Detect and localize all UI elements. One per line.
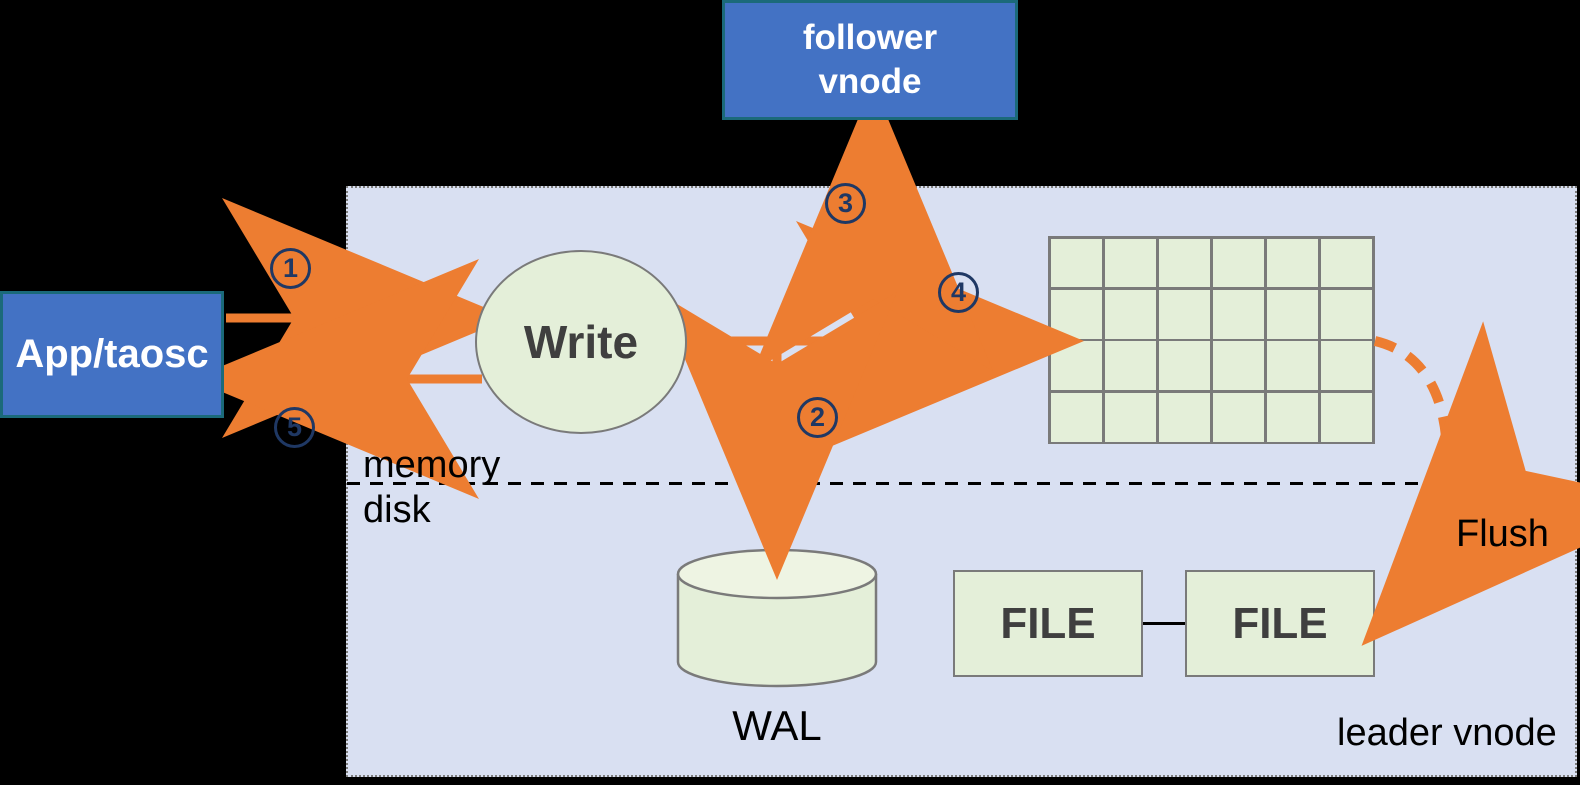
app-taosc-node: App/taosc (0, 291, 224, 418)
memtable-cell (1050, 289, 1103, 339)
step-badge-1-number: 1 (282, 253, 299, 283)
memtable-cell (1320, 238, 1373, 288)
memtable-grid (1048, 236, 1375, 444)
follower-vnode-node: follower vnode (722, 0, 1018, 120)
memtable-cell (1266, 238, 1319, 288)
step-badge-5-number: 5 (286, 412, 303, 442)
leader-vnode-label: leader vnode (1337, 712, 1557, 754)
step-badge-3-number: 3 (837, 188, 854, 218)
memtable-cell (1212, 341, 1265, 391)
memtable-cell (1104, 238, 1157, 288)
memtable-cell (1212, 289, 1265, 339)
file-node-1: FILE (953, 570, 1143, 677)
flush-label: Flush (1456, 513, 1549, 555)
memtable-cell (1104, 392, 1157, 442)
memtable-cell (1050, 238, 1103, 288)
memtable-cell (1158, 289, 1211, 339)
memtable-cell (1266, 392, 1319, 442)
memtable-cell (1212, 392, 1265, 442)
step-badge-2: 2 (797, 397, 838, 438)
memtable-cell (1104, 341, 1157, 391)
memtable-cell (1266, 341, 1319, 391)
memtable-cell (1320, 392, 1373, 442)
step-badge-5: 5 (274, 407, 315, 448)
wal-label: WAL (732, 702, 822, 749)
memtable-cell (1158, 341, 1211, 391)
memtable-cell (1320, 341, 1373, 391)
memtable-cell (1050, 341, 1103, 391)
disk-label: disk (363, 489, 431, 531)
write-node-label: Write (523, 316, 639, 368)
memtable-cell (1320, 289, 1373, 339)
memtable-cell (1050, 392, 1103, 442)
write-node: Write (475, 250, 687, 434)
memtable-cell (1158, 392, 1211, 442)
step-badge-4-number: 4 (950, 277, 967, 307)
follower-vnode-label-line2: vnode (818, 62, 922, 101)
app-taosc-label: App/taosc (15, 332, 209, 376)
step-badge-4: 4 (938, 272, 979, 313)
step-badge-3: 3 (825, 183, 866, 224)
memtable-cell (1212, 238, 1265, 288)
memory-label: memory (363, 444, 501, 486)
memtable-cell (1104, 289, 1157, 339)
memtable-cell (1158, 238, 1211, 288)
file-node-2-label: FILE (1232, 598, 1328, 648)
file-link-line (1141, 622, 1187, 625)
file-node-1-label: FILE (1000, 598, 1096, 648)
follower-vnode-label-line1: follower (802, 18, 938, 58)
step-badge-2-number: 2 (809, 402, 826, 432)
file-node-2: FILE (1185, 570, 1375, 677)
memory-disk-divider-line (347, 482, 1575, 485)
step-badge-1: 1 (270, 248, 311, 289)
memtable-cell (1266, 289, 1319, 339)
